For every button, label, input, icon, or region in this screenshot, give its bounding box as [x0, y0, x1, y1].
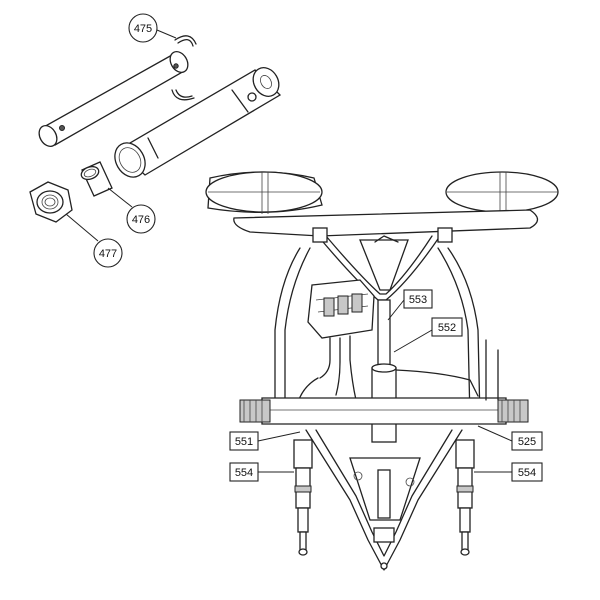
callout-label: 477: [99, 248, 117, 260]
callout-label: 554: [518, 467, 536, 479]
callout-551: 551: [229, 431, 301, 451]
callout-label: 525: [518, 436, 536, 448]
control-valve-block: [307, 279, 375, 401]
callout-label: 551: [235, 436, 253, 448]
callout-475: 475: [128, 13, 177, 43]
hex-nut: [29, 181, 73, 223]
cylinder-left: [293, 439, 313, 556]
hose-right: [395, 369, 479, 397]
callout-525: 525: [477, 425, 543, 451]
clip-ring-lower: [171, 89, 195, 101]
main-assembly: [205, 171, 559, 571]
exploded-parts: [29, 35, 282, 223]
clip-ring-upper: [174, 35, 197, 47]
bushing: [80, 161, 113, 197]
sleeve-tube-right: [114, 67, 282, 178]
callout-553: 553: [387, 289, 433, 321]
pin-tube-left: [38, 51, 189, 147]
wheel-right: [445, 171, 559, 214]
callout-476: 476: [107, 187, 156, 234]
cylinder-right: [455, 439, 475, 556]
side-rod-right: [485, 339, 499, 401]
callout-label: 554: [235, 467, 253, 479]
top-crossbeam: [233, 209, 539, 237]
wheel-left: [205, 171, 323, 214]
callout-554-left: 554: [229, 462, 294, 482]
callout-477: 477: [65, 213, 123, 268]
callout-label: 475: [134, 23, 152, 35]
a-frame: [274, 227, 481, 421]
callout-552: 552: [393, 317, 463, 353]
lower-beam: [239, 397, 529, 425]
trailer-frame: [305, 429, 463, 571]
callout-label: 553: [409, 294, 427, 306]
callout-554-right: 554: [474, 462, 543, 482]
callout-label: 476: [132, 214, 150, 226]
callout-label: 552: [438, 322, 456, 334]
